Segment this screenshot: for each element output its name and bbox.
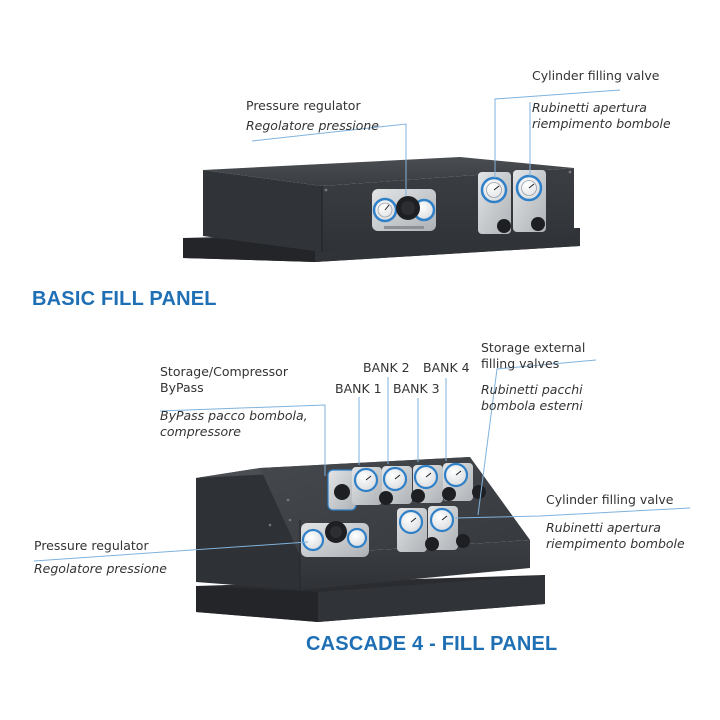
basic-cylinder-valve-label-it-1: Rubinetti apertura [532,100,647,115]
basic-leader-lines [251,89,621,196]
cascade-cylinder-valve-label-it-2: riempimento bombole [546,536,685,551]
bank-4-label: BANK 4 [423,360,470,375]
basic-panel-title: BASIC FILL PANEL [32,288,217,310]
bypass-label-it-2: compressore [160,424,241,439]
cascade-fill-panel [33,359,691,622]
cascade-cylinder-valve-label-it-1: Rubinetti apertura [546,520,661,535]
storage-external-label-it-1: Rubinetti pacchi [481,382,583,397]
bank-3-label: BANK 3 [393,381,440,396]
cascade-box-side [196,468,300,590]
cascade-pressure-regulator-label: Pressure regulator [34,538,149,553]
cascade-leader-lines [33,359,691,562]
basic-cylinder-valve-label-it-2: riempimento bombole [532,116,671,131]
cascade-bypass-valve [327,469,357,511]
cascade-cylinder-valve-label: Cylinder filling valve [546,492,674,507]
basic-cylinder-valve-label: Cylinder filling valve [532,68,660,83]
basic-pressure-regulator [372,189,436,231]
storage-external-label-2: filling valves [481,356,560,371]
basic-pressure-regulator-label-it: Regolatore pressione [246,118,379,133]
cascade-pressure-regulator [301,521,369,557]
bank-2-label: BANK 2 [363,360,410,375]
storage-external-label-it-2: bombola esterni [481,398,583,413]
cascade-bank-gauges [352,462,486,505]
basic-pressure-regulator-label: Pressure regulator [246,98,361,113]
cascade-panel-title: CASCADE 4 - FILL PANEL [306,633,558,655]
basic-fill-panel [183,89,621,262]
cascade-pressure-regulator-label-it: Regolatore pressione [34,561,167,576]
bypass-label-2: ByPass [160,380,204,395]
storage-external-label-1: Storage external [481,340,586,355]
bank-1-label: BANK 1 [335,381,382,396]
basic-box-side [203,170,322,252]
basic-cylinder-filling-valves [478,170,546,234]
bypass-label-1: Storage/Compressor [160,364,288,379]
cascade-cylinder-filling-valves [397,506,470,552]
bypass-label-it-1: ByPass pacco bombola, [160,408,308,423]
basic-box-top [203,157,574,186]
